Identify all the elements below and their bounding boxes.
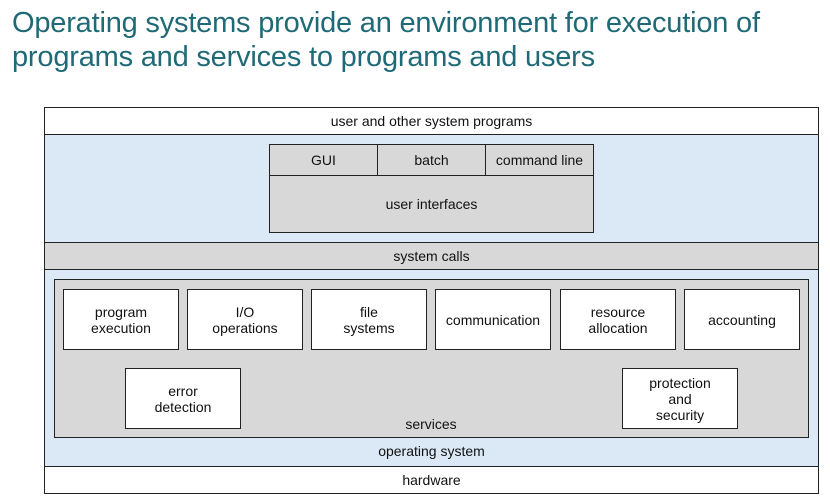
service-communication: communication — [435, 289, 551, 350]
ui-option-gui: GUI — [269, 144, 378, 176]
system-calls-layer: system calls — [44, 242, 819, 270]
user-programs-layer: user and other system programs — [44, 107, 819, 135]
service-accounting: accounting — [684, 289, 800, 350]
services-label: services — [405, 416, 457, 432]
service-file-systems: file systems — [311, 289, 427, 350]
service-error-detection: error detection — [125, 368, 241, 429]
service-io-operations: I/O operations — [187, 289, 303, 350]
hardware-layer: hardware — [44, 466, 819, 494]
service-program-execution: program execution — [63, 289, 179, 350]
slide-title: Operating systems provide an environment… — [12, 7, 760, 73]
ui-option-batch: batch — [377, 144, 486, 176]
ui-option-command-line: command line — [485, 144, 594, 176]
operating-system-label: operating system — [378, 443, 485, 459]
user-interfaces-label: user interfaces — [385, 196, 478, 212]
service-protection-security: protection and security — [622, 368, 738, 429]
service-resource-allocation: resource allocation — [560, 289, 676, 350]
